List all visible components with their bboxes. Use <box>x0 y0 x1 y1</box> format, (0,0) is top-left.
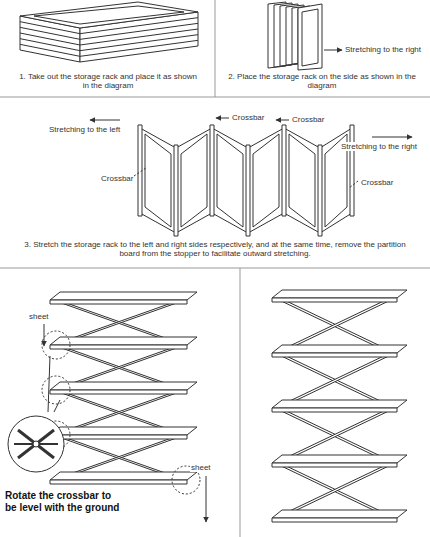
leader-line <box>349 181 358 188</box>
shelf-board <box>50 382 197 390</box>
rack-line <box>217 134 243 227</box>
rack-line <box>34 6 184 24</box>
part-label: Stretching to the left <box>48 125 121 134</box>
rack-line <box>181 134 207 227</box>
leader-arrow <box>216 118 229 119</box>
shelf-board <box>50 337 197 345</box>
rack-line <box>20 18 198 34</box>
rack-line <box>140 128 176 233</box>
rack-line <box>212 128 248 233</box>
rack-line <box>20 35 198 51</box>
rack-line <box>298 4 322 70</box>
rack-line <box>174 145 178 236</box>
shelf-board <box>272 408 397 412</box>
shelf-board <box>272 353 397 357</box>
direction-arrow <box>372 137 412 138</box>
shelf-board <box>50 390 187 394</box>
note-text: Rotate the crossbar to be level with the… <box>4 490 122 513</box>
rack-line <box>20 23 198 39</box>
part-label: Stretching to the right <box>344 45 422 54</box>
shelf-board <box>272 510 407 518</box>
step-caption: 1. Take out the storage rack and place i… <box>18 72 198 90</box>
part-label: Stretching to the right <box>340 142 418 151</box>
shelf-board <box>272 455 407 463</box>
rack-line <box>253 134 279 227</box>
rack-line <box>20 40 198 56</box>
rack-line <box>20 2 198 28</box>
rack-line <box>210 125 214 216</box>
rack-line <box>284 128 320 233</box>
rack-line <box>145 134 171 227</box>
shelf-board <box>272 463 397 467</box>
rack-line <box>302 9 318 66</box>
part-label: Crossbar <box>360 178 394 187</box>
rack-line <box>176 128 212 233</box>
leader-line <box>54 400 60 412</box>
shelf-board <box>50 427 197 435</box>
direction-arrow <box>324 50 342 51</box>
part-label: Crossbar <box>100 174 134 183</box>
shelf-board <box>50 300 187 304</box>
part-label: Crossbar <box>231 113 265 122</box>
detail-marker <box>42 331 70 359</box>
shelf-board <box>50 345 187 349</box>
leader-arrow <box>276 120 289 121</box>
rack-line <box>282 125 286 216</box>
shelf-board <box>50 292 197 300</box>
shelf-board <box>272 400 407 408</box>
part-label: Crossbar <box>291 115 325 124</box>
rack-line <box>246 145 250 236</box>
step-caption: 3. Stretch the storage rack to the left … <box>20 240 410 258</box>
rack-line <box>289 134 315 227</box>
panel-divider <box>0 268 430 269</box>
shelf-board <box>50 435 187 439</box>
direction-arrow <box>44 324 45 346</box>
leader-line <box>48 356 50 412</box>
rack-line <box>248 128 284 233</box>
part-label: sheet <box>190 463 212 472</box>
shelf-board <box>272 345 407 353</box>
shelf-board <box>272 518 397 522</box>
direction-arrow <box>90 120 120 121</box>
panel-divider <box>240 268 241 537</box>
part-label: sheet <box>28 312 50 321</box>
direction-arrow <box>206 476 207 522</box>
panel-divider <box>215 0 216 97</box>
shelf-board <box>272 298 397 302</box>
leader-line <box>134 168 146 176</box>
detail-marker <box>42 376 70 404</box>
shelf-board <box>50 472 197 480</box>
rack-line <box>318 145 322 236</box>
detail-inset <box>8 416 64 472</box>
step-caption: 2. Place the storage rack on the side as… <box>222 72 422 90</box>
shelf-board <box>50 480 187 484</box>
pivot <box>33 441 39 447</box>
rack-line <box>20 29 198 45</box>
rack-line <box>350 125 354 216</box>
shelf-board <box>272 290 407 298</box>
